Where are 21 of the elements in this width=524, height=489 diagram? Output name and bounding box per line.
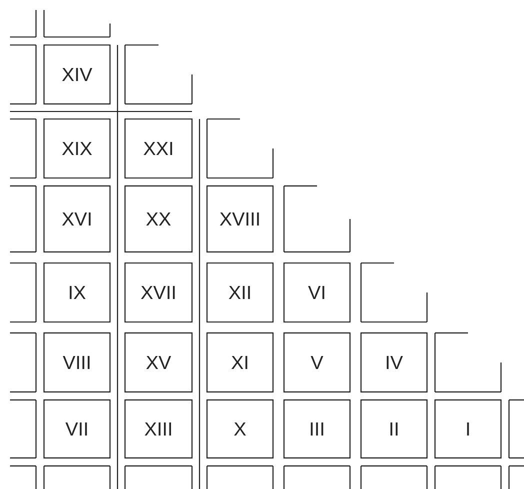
numbered-box: X — [206, 399, 274, 459]
numbered-box: XI — [206, 332, 274, 393]
numbered-box: XV — [124, 332, 193, 393]
numbered-box: XIX — [43, 118, 111, 179]
numbered-box: IX — [43, 262, 111, 323]
numbered-box: II — [360, 399, 428, 459]
numbered-box: VI — [283, 262, 351, 323]
numbered-box: VII — [43, 399, 111, 459]
numbered-box: XVIII — [206, 185, 274, 253]
numbered-box: XIV — [43, 44, 111, 105]
numbered-box: XVI — [43, 185, 111, 253]
numbered-box: V — [283, 332, 351, 393]
numbered-box: XII — [206, 262, 274, 323]
numbered-box: III — [283, 399, 351, 459]
numbered-box: XIII — [124, 399, 193, 459]
numbered-box: IV — [360, 332, 428, 393]
numbered-box: VIII — [43, 332, 111, 393]
numbered-box: XXI — [124, 118, 193, 179]
numbered-box: XX — [124, 185, 193, 253]
numbered-box: I — [434, 399, 502, 459]
numbered-box: XVII — [124, 262, 193, 323]
